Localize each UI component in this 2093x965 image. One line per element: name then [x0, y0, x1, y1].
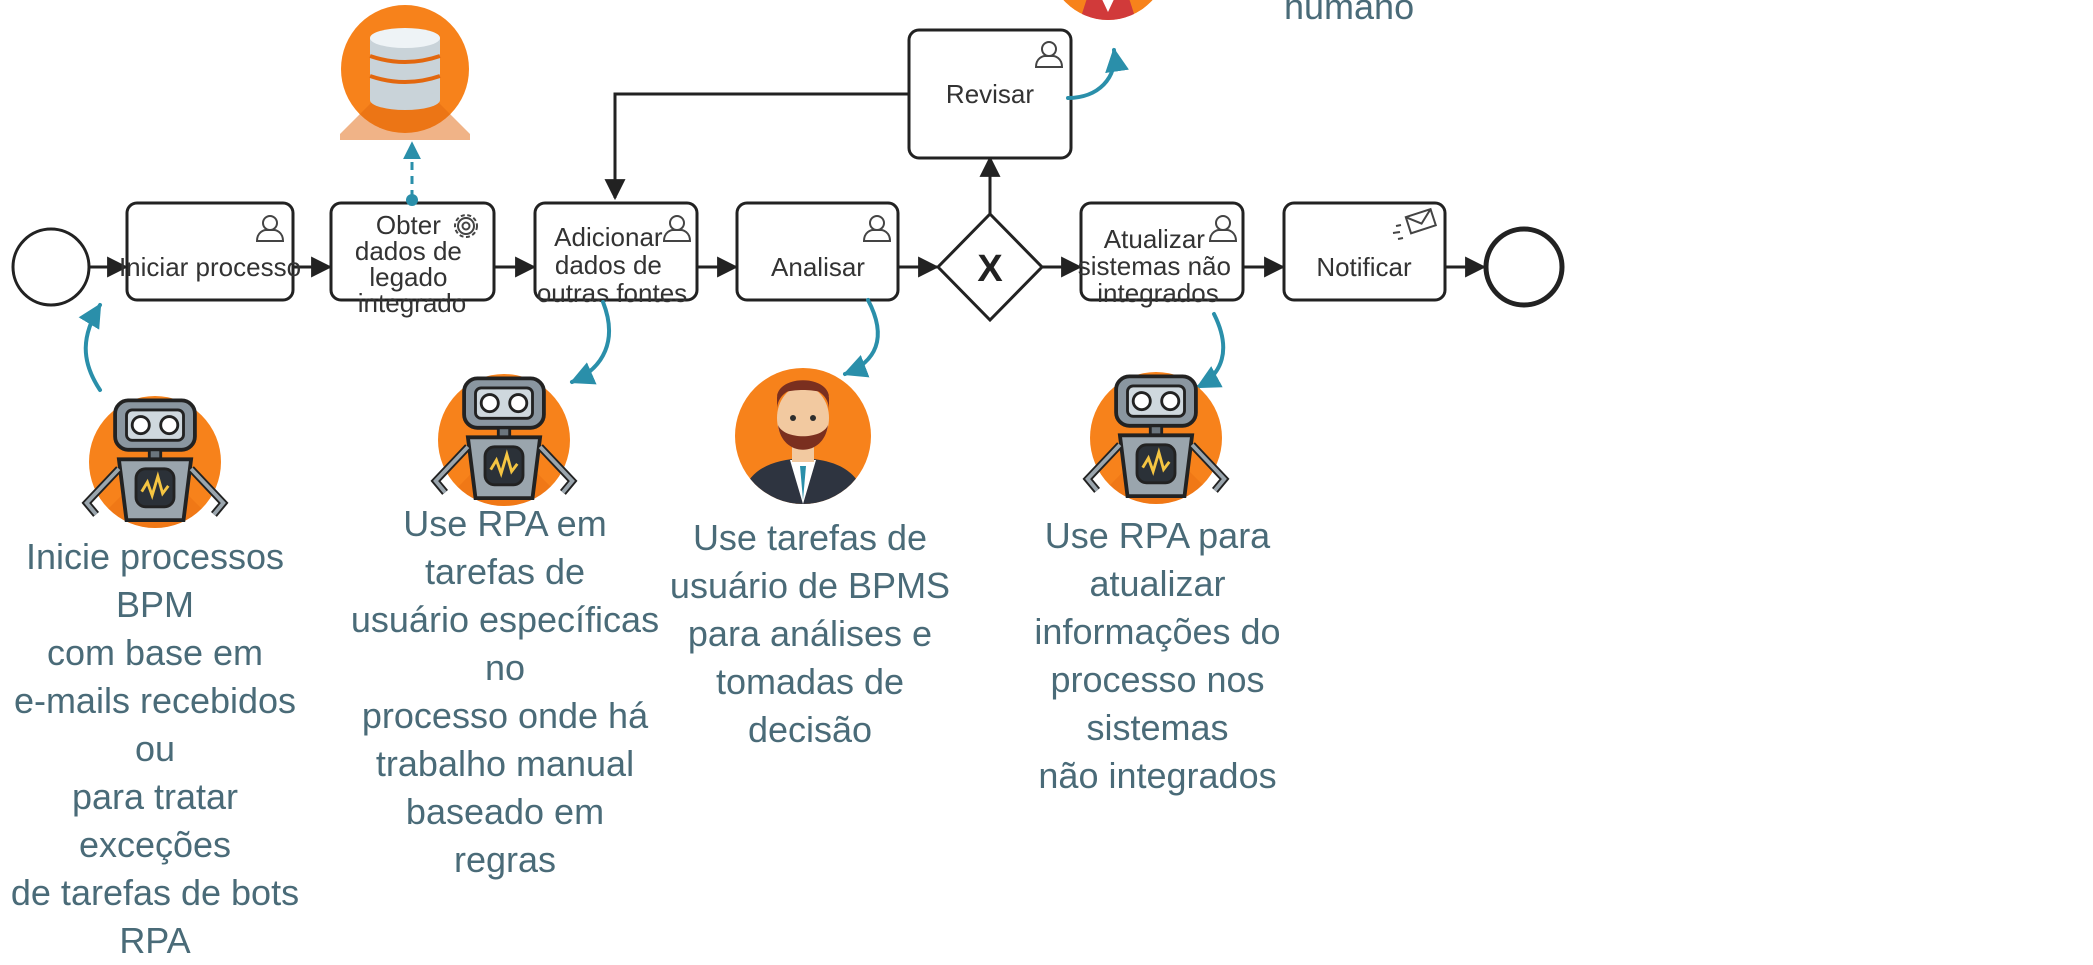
caption-line: com base em — [46, 632, 264, 673]
svg-text:Notificar: Notificar — [1316, 252, 1412, 282]
caption-line: processo nos sistemas — [1050, 659, 1265, 748]
robot-icon — [1072, 372, 1242, 504]
annotation-arrows — [78, 47, 1226, 392]
caption-line: Inicie processos BPM — [25, 536, 285, 625]
businessman-icon — [735, 368, 871, 504]
task-adicionar-dados: Adicionar dados de outras fontes — [533, 201, 699, 308]
task-label-line: dados de — [355, 236, 462, 266]
caption-line: usuário de BPMS — [669, 565, 951, 606]
caption-line: tomadas de decisão — [715, 661, 905, 750]
caption-line: informações do — [1034, 611, 1281, 652]
caption-line: Use tarefas de — [692, 517, 928, 558]
start-event — [11, 227, 91, 307]
flow-revisar-adicionar — [604, 92, 908, 201]
svg-text:Atualizar sistemas não: Atualizar sistemas não integrados — [1078, 224, 1238, 308]
task-label-line: Adicionar — [554, 222, 663, 252]
task-iniciar-processo: Iniciar processo — [119, 201, 301, 302]
exclusive-gateway: X — [935, 211, 1045, 323]
caption-line: para análises e — [687, 613, 933, 654]
caption-line: e-mails recebidos ou — [13, 680, 297, 769]
task-analisar: Analisar — [735, 201, 900, 302]
mail-icon — [1392, 207, 1438, 240]
process-diagram: Iniciar processo Obter dados de legado i… — [11, 0, 1565, 528]
svg-text:Analisar: Analisar — [771, 252, 865, 282]
curved-arrow-start — [78, 302, 102, 392]
svg-text:Obter dados de leg: Obter dados de legado integrado — [355, 210, 469, 318]
svg-text:Iniciar processo: Iniciar processo — [119, 252, 301, 282]
caption-line: de tarefas de bots RPA — [10, 872, 300, 961]
task-label-line: Iniciar processo — [119, 252, 301, 282]
task-label-line: Obter — [376, 210, 441, 240]
svg-text:Revisar: Revisar — [946, 79, 1034, 109]
task-label-line: Notificar — [1316, 252, 1412, 282]
curved-arrow-atualizar — [1195, 312, 1226, 389]
robot-icon — [70, 396, 240, 528]
caption-line: Use RPA em tarefas de — [403, 503, 607, 592]
caption-line: para tratar exceções — [71, 776, 239, 865]
gateway-symbol: X — [977, 248, 1003, 290]
task-notificar: Notificar — [1282, 201, 1447, 302]
database-icon — [340, 5, 470, 140]
task-revisar: Revisar — [907, 28, 1073, 160]
task-label-line: Atualizar — [1104, 224, 1205, 254]
end-event — [1483, 226, 1565, 308]
person-icon — [1048, 0, 1168, 20]
task-label-line: integrados — [1097, 278, 1218, 308]
caption-start: Inicie processos BPM com base em e-mails… — [0, 533, 310, 965]
caption-rpa-tasks: Use RPA em tarefas de usuário específica… — [350, 500, 660, 884]
task-label-line: dados de — [555, 250, 662, 280]
task-label-line: sistemas não — [1078, 251, 1231, 281]
task-label-line: Revisar — [946, 79, 1034, 109]
task-label-line: legado — [369, 262, 447, 292]
svg-text:Adicionar dados de: Adicionar dados de outras fontes — [537, 222, 687, 308]
caption-line: processo onde há — [361, 695, 649, 736]
sequence-flows — [89, 92, 1487, 278]
caption-bpms-tasks: Use tarefas de usuário de BPMS para anál… — [665, 514, 955, 754]
task-label-line: Analisar — [771, 252, 865, 282]
caption-line: usuário específicas no — [350, 599, 660, 688]
task-label-line: outras fontes — [537, 278, 687, 308]
curved-arrow-adicionar — [569, 300, 612, 385]
caption-line: baseado em regras — [405, 791, 605, 880]
caption-line: trabalho manual — [375, 743, 635, 784]
curved-arrow-analisar — [842, 298, 880, 378]
task-obter-dados: Obter dados de legado integrado — [329, 201, 496, 318]
task-label-line: integrado — [358, 288, 466, 318]
caption-rpa-update: Use RPA para atualizar informações do pr… — [1000, 512, 1315, 800]
top-caption: humano — [1284, 0, 1415, 27]
task-atualizar-sistemas: Atualizar sistemas não integrados — [1078, 201, 1245, 308]
curved-arrow-revisar — [1066, 47, 1129, 100]
gear-icon — [454, 214, 478, 238]
data-association — [403, 141, 421, 206]
caption-line: não integrados — [1038, 755, 1277, 796]
caption-line: Use RPA para atualizar — [1044, 515, 1271, 604]
